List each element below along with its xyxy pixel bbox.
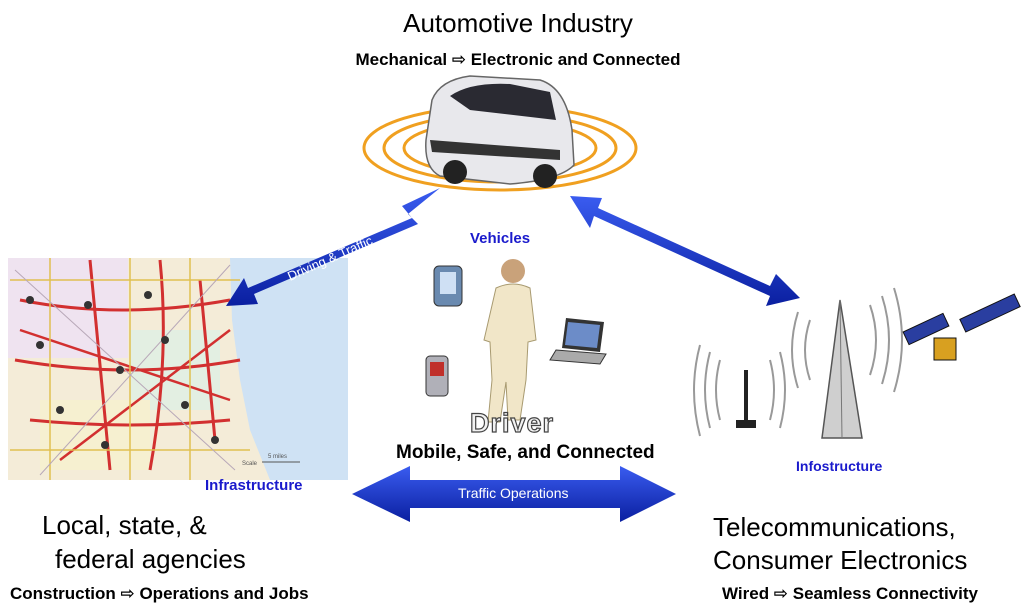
telecom-subtitle: Wired ⇨ Seamless Connectivity [722, 584, 978, 603]
map-scale-label: Scale [242, 461, 258, 467]
antenna-icon [736, 370, 756, 428]
radio-waves [693, 287, 903, 437]
arrow-traffic-operations [352, 466, 676, 522]
satellite-icon [902, 293, 1021, 361]
agencies-heading-line1: Local, state, & [42, 510, 207, 540]
telecom-heading-line1: Telecommunications, [713, 512, 956, 542]
arrow-label-traffic-operations: Traffic Operations [458, 485, 569, 501]
car-icon [425, 75, 575, 188]
driver-subtitle: Mobile, Safe, and Connected [396, 442, 655, 463]
agencies-subtitle: Construction ⇨ Operations and Jobs [10, 584, 309, 603]
driver-label: Driver [469, 407, 555, 438]
infostructure-label: Infostructure [796, 458, 883, 474]
arrow-wireless [570, 196, 800, 306]
vehicles-label: Vehicles [470, 230, 531, 247]
driver-figure [483, 259, 537, 423]
telecom-heading-line2: Consumer Electronics [713, 545, 968, 575]
road-map [8, 258, 348, 480]
tower-icon [821, 299, 863, 439]
pda-icon [433, 265, 463, 307]
map-scale-value: 5 miles [268, 454, 287, 460]
phone-icon [425, 355, 449, 397]
automotive-title: Automotive Industry [403, 8, 633, 38]
infrastructure-label: Infrastructure [205, 477, 303, 494]
arrow-driving-traffic [226, 188, 440, 306]
laptop-icon [549, 318, 607, 365]
automotive-subtitle: Mechanical ⇨ Electronic and Connected [355, 50, 681, 69]
agencies-heading-line2: federal agencies [55, 544, 246, 574]
